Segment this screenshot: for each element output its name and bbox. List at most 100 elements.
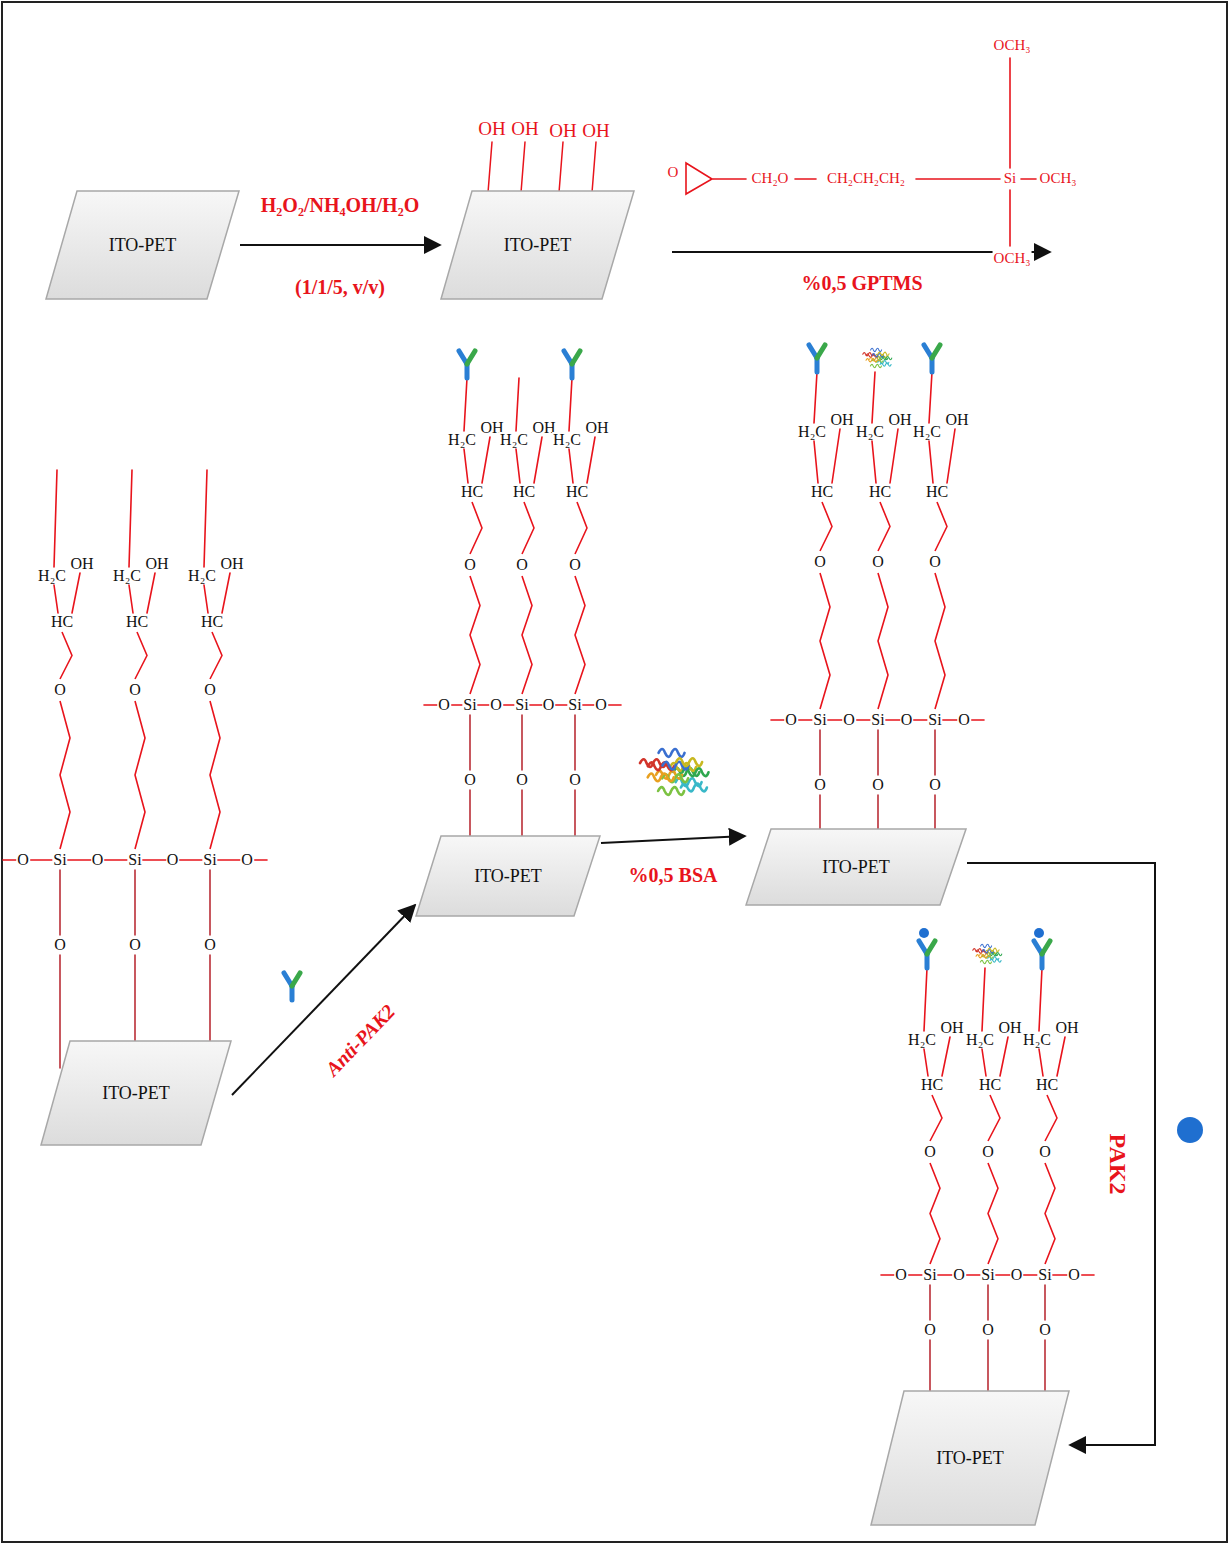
hydroxyl-group: OH bbox=[478, 119, 505, 138]
bond-line bbox=[890, 429, 898, 483]
gptms-bond bbox=[795, 178, 816, 180]
slab-outline bbox=[416, 836, 600, 916]
propyl-chain bbox=[60, 701, 70, 849]
gptms-bond bbox=[1021, 178, 1036, 180]
silicon-atom: Si bbox=[52, 852, 67, 868]
propyl-chain bbox=[930, 1095, 942, 1141]
siloxane-oxygen: O bbox=[952, 1267, 966, 1283]
methine-group: HC bbox=[868, 484, 892, 500]
hydroxyl-group: OH bbox=[511, 119, 538, 138]
epoxide-oxygen: O bbox=[667, 165, 680, 180]
antigen-dot bbox=[919, 928, 929, 938]
antibody-icon bbox=[817, 345, 825, 358]
siloxane-oxygen: O bbox=[542, 697, 556, 713]
bond-line bbox=[814, 441, 818, 483]
surface-oxygen: O bbox=[813, 777, 827, 793]
propyl-chain bbox=[522, 576, 532, 694]
reaction-arrow bbox=[601, 836, 745, 843]
ether-oxygen: O bbox=[981, 1144, 995, 1160]
bond-line bbox=[814, 372, 817, 423]
methine-group: HC bbox=[978, 1077, 1002, 1093]
silicon-atom: Si bbox=[514, 697, 529, 713]
bond-line bbox=[1039, 1049, 1043, 1076]
surface-oxygen: O bbox=[53, 937, 67, 953]
slab-outline bbox=[41, 1041, 231, 1145]
methoxy-group: OCH₃ bbox=[993, 251, 1032, 266]
methylene-group: H₂C bbox=[447, 432, 477, 448]
bond-line bbox=[832, 429, 840, 483]
reagent-label: H₂O₂/NH₄OH/H₂O bbox=[259, 195, 421, 215]
ether-oxygen: O bbox=[463, 557, 477, 573]
reaction-arrow bbox=[967, 863, 1155, 1445]
bond-line bbox=[516, 449, 520, 483]
reagent-label: %0,5 GPTMS bbox=[799, 273, 924, 293]
silicon-atom: Si bbox=[1037, 1267, 1052, 1283]
bond-line bbox=[872, 441, 876, 483]
bond-line bbox=[516, 378, 519, 431]
hydroxyl-group: OH bbox=[219, 556, 244, 572]
bond-line bbox=[134, 870, 135, 935]
bond-line bbox=[929, 372, 932, 423]
bond-line bbox=[464, 449, 468, 483]
slab-label: ITO-PET bbox=[822, 857, 890, 878]
hydroxyl-group: OH bbox=[69, 556, 94, 572]
methine-group: HC bbox=[925, 484, 949, 500]
hydroxyl-group: OH bbox=[887, 412, 912, 428]
siloxane-oxygen: O bbox=[16, 852, 30, 868]
methylene-group: H₂C bbox=[552, 432, 582, 448]
methine-group: HC bbox=[50, 614, 74, 630]
hydroxyl-group: OH bbox=[144, 556, 169, 572]
bsa-protein bbox=[871, 348, 882, 351]
siloxane-oxygen: O bbox=[594, 697, 608, 713]
bond-line bbox=[924, 1049, 928, 1076]
bond-line bbox=[469, 715, 470, 770]
bond-line bbox=[982, 1049, 986, 1076]
silicon-atom: Si bbox=[980, 1267, 995, 1283]
bond-line bbox=[209, 870, 210, 935]
hydroxyl-group: OH bbox=[829, 412, 854, 428]
ito-pet-slab: ITO-PET bbox=[870, 1390, 1070, 1526]
bond-line bbox=[521, 715, 522, 770]
siloxane-oxygen: O bbox=[1010, 1267, 1024, 1283]
bond-line bbox=[72, 573, 80, 613]
surface-oxygen: O bbox=[515, 772, 529, 788]
silicon-atom: Si bbox=[1003, 171, 1018, 186]
siloxane-oxygen: O bbox=[957, 712, 971, 728]
gptms-group: CH₂O bbox=[751, 171, 790, 186]
siloxane-oxygen: O bbox=[784, 712, 798, 728]
ether-oxygen: O bbox=[515, 557, 529, 573]
slab-outline bbox=[871, 1391, 1069, 1525]
ether-oxygen: O bbox=[813, 554, 827, 570]
bond-line bbox=[54, 470, 57, 567]
gptms-group: CH₂CH₂CH₂ bbox=[826, 171, 906, 186]
bsa-protein bbox=[878, 352, 889, 355]
propyl-chain bbox=[522, 502, 534, 554]
antibody-icon bbox=[1042, 941, 1050, 954]
ito-pet-slab: ITO-PET bbox=[415, 835, 601, 917]
pak2-antigen bbox=[1177, 1117, 1203, 1143]
antibody-icon bbox=[932, 345, 940, 358]
propyl-chain bbox=[820, 573, 830, 709]
methylene-group: H₂C bbox=[187, 568, 217, 584]
bond-line bbox=[929, 1285, 930, 1320]
propyl-chain bbox=[60, 632, 72, 679]
siloxane-oxygen: O bbox=[91, 852, 105, 868]
ito-pet-slab: ITO-PET bbox=[40, 1040, 232, 1146]
siloxane-oxygen: O bbox=[900, 712, 914, 728]
gptms-bond bbox=[1009, 190, 1011, 246]
slab-label: ITO-PET bbox=[109, 235, 177, 256]
silicon-atom: Si bbox=[202, 852, 217, 868]
propyl-chain bbox=[135, 632, 147, 679]
methylene-group: H₂C bbox=[855, 424, 885, 440]
propyl-chain bbox=[1045, 1095, 1057, 1141]
surface-oxygen: O bbox=[203, 937, 217, 953]
bond-line bbox=[534, 437, 542, 483]
bond-line bbox=[1039, 968, 1042, 1031]
ether-oxygen: O bbox=[128, 682, 142, 698]
methylene-group: H₂C bbox=[907, 1032, 937, 1048]
bond-line bbox=[59, 955, 60, 1068]
ether-oxygen: O bbox=[923, 1144, 937, 1160]
siloxane-oxygen: O bbox=[1067, 1267, 1081, 1283]
methine-group: HC bbox=[125, 614, 149, 630]
